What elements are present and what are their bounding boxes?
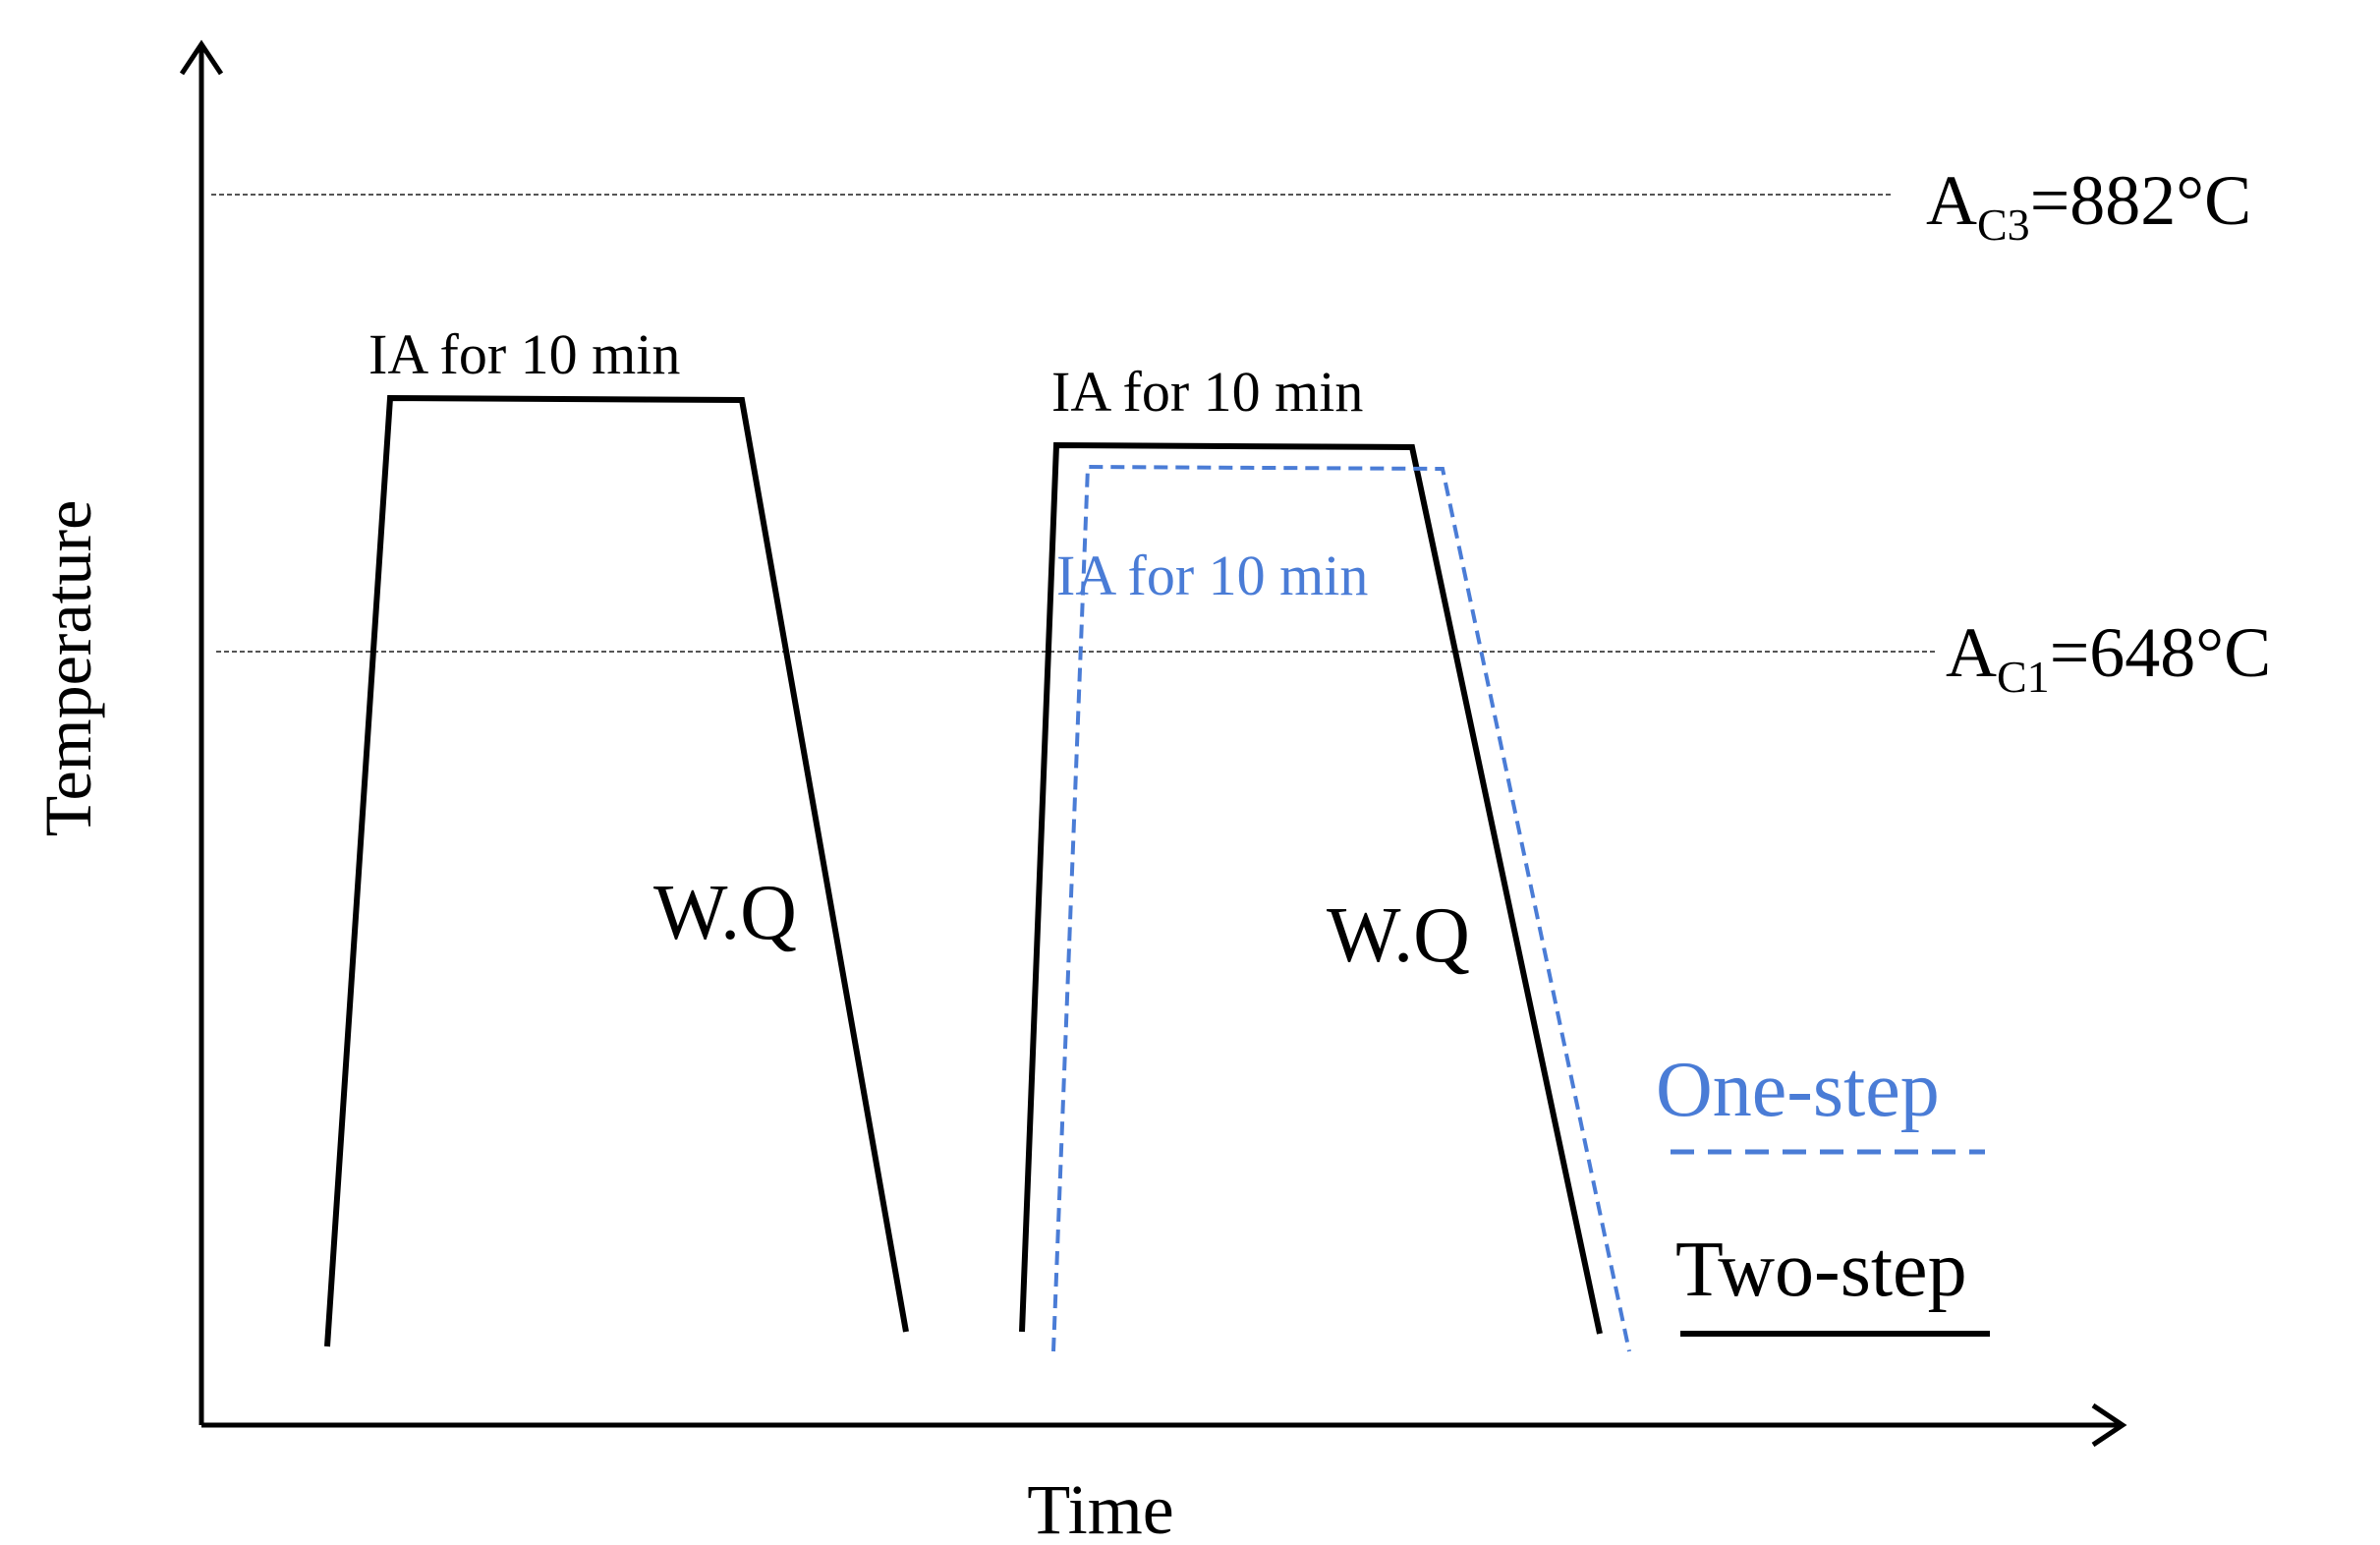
y-axis-label: Temperature [30,500,105,837]
profile-first-stage [324,394,909,1347]
x-axis-label: Time [1027,1470,1173,1545]
ac1-label-sub: C1 [1997,652,2050,702]
profile-second-stage-two-step [1019,441,1603,1335]
ac1-label-value: =648°C [2050,613,2271,692]
ac1-label-base: A [1946,613,1997,692]
legend-two-step-label: Two-step [1675,1227,1967,1313]
ac1-label: AC1=648°C [1946,613,2271,702]
ac3-label: AC3=882°C [1926,161,2251,250]
ac3-label-sub: C3 [1977,200,2030,250]
x-axis-arrowhead [2091,1402,2127,1448]
profile-one-step [1051,464,1631,1352]
quench-label-second: W.Q [1327,892,1470,979]
hold-label-second: IA for 10 min [1051,360,1363,424]
hold-label-one-step: IA for 10 min [1056,544,1368,607]
y-axis-arrowhead [179,39,224,76]
ac3-label-value: =882°C [2030,161,2251,240]
quench-label-first: W.Q [653,870,797,956]
legend-one-step-label: One-step [1656,1047,1940,1133]
ac3-label-base: A [1926,161,1977,240]
hold-label-first: IA for 10 min [368,322,680,386]
